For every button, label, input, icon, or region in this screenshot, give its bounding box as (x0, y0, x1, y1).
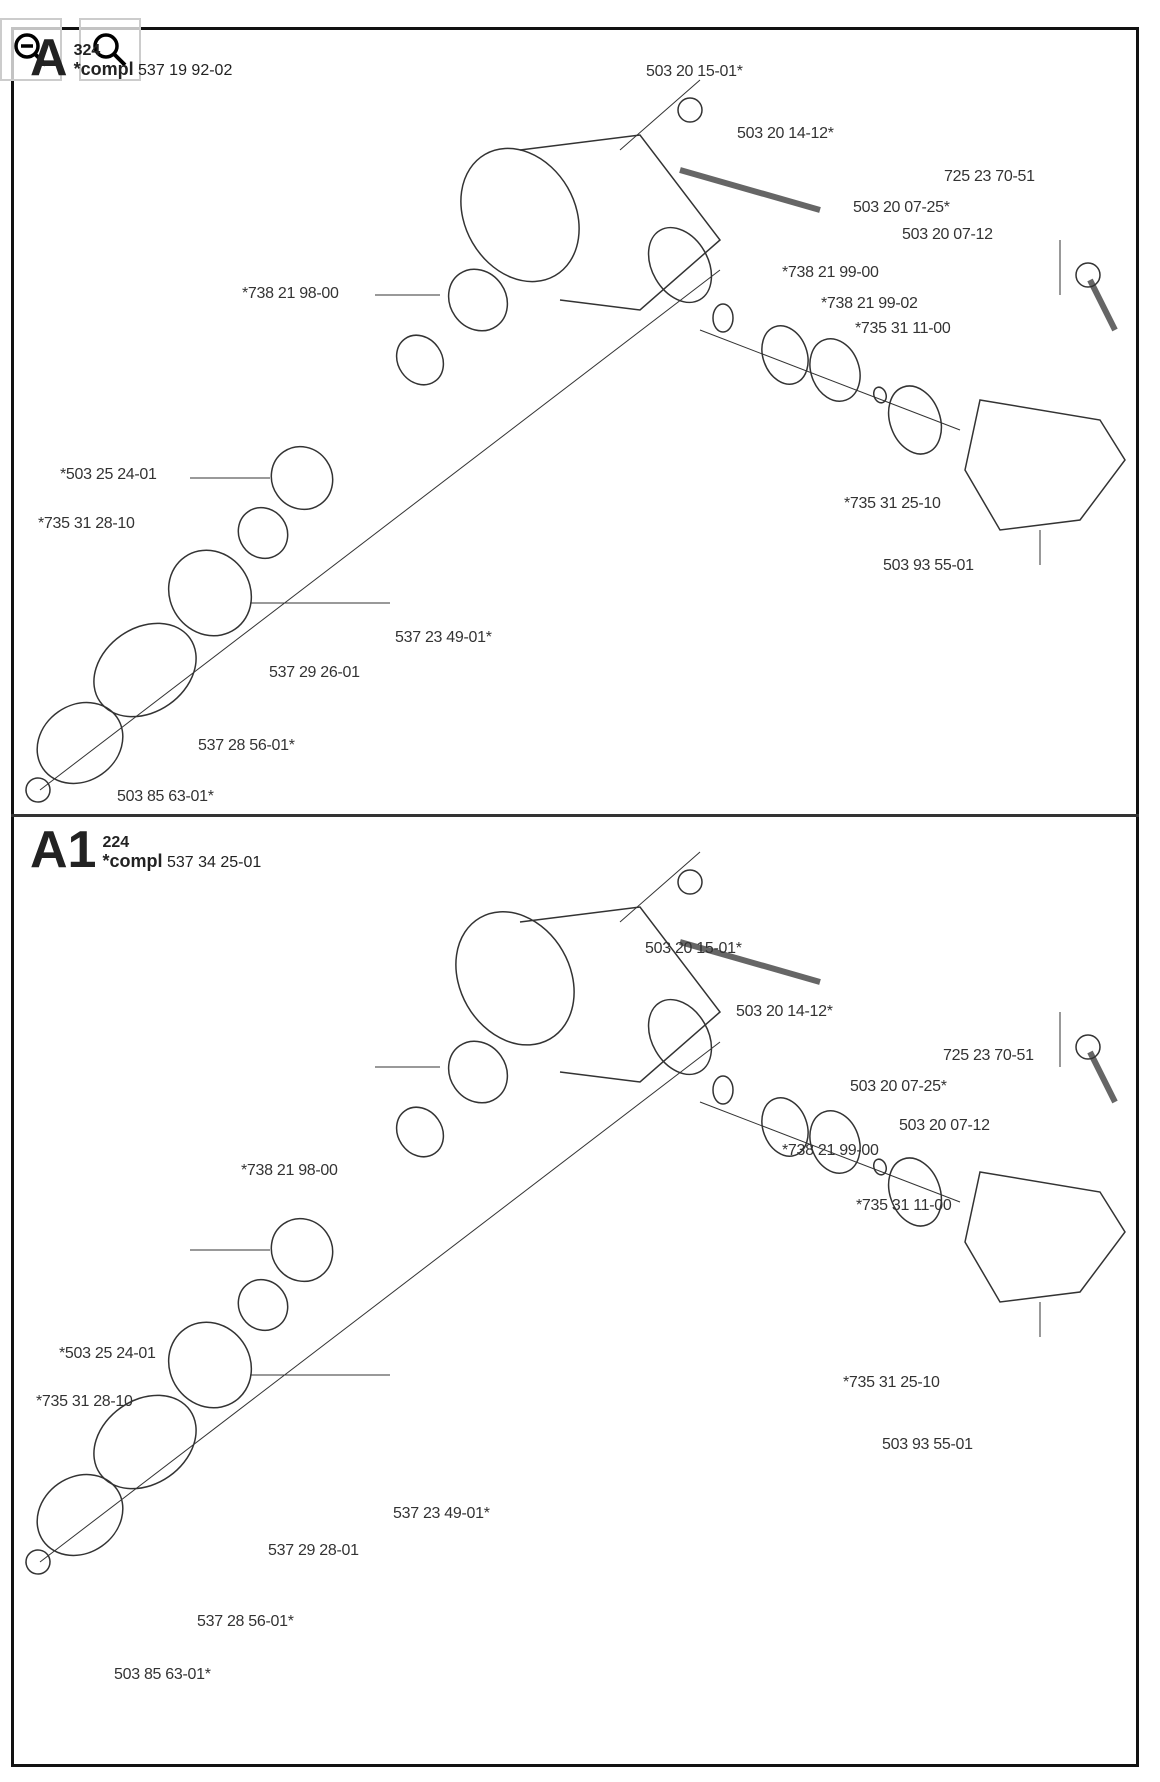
part-number-label: *738 21 98-00 (241, 1162, 338, 1179)
part-number-label: 537 29 26-01 (269, 664, 360, 681)
part-ring (167, 1321, 253, 1409)
panel-a1-compl-prefix: *compl (102, 851, 163, 871)
nut (677, 869, 703, 895)
part-number-label: 537 23 49-01* (395, 629, 492, 646)
part-number-label: 503 20 07-12 (902, 226, 993, 243)
zoom-in-button[interactable] (79, 18, 141, 81)
leader-line (619, 79, 701, 151)
housing-collar (647, 226, 713, 304)
bearing (872, 1158, 888, 1176)
part-number-label: 503 20 14-12* (737, 125, 834, 142)
part-number-label: 503 20 15-01* (646, 63, 743, 80)
part-number-label: 503 93 55-01 (883, 557, 974, 574)
part-number-label: 503 93 55-01 (882, 1436, 973, 1453)
nut (677, 97, 703, 123)
part-ring (36, 1473, 124, 1557)
part-number-label: *735 31 11-00 (856, 1197, 952, 1214)
part-ring (447, 268, 509, 332)
bolt-head (1075, 262, 1101, 288)
bolt (679, 167, 821, 213)
part-ring (270, 1217, 334, 1283)
part-ring (395, 1106, 445, 1158)
gear-housing (455, 911, 575, 1046)
panel-a-compl-number: 537 19 92-02 (138, 62, 233, 79)
part-number-label: 537 23 49-01* (393, 1505, 490, 1522)
panel-a1-header: A1 224 *compl 537 34 25-01 (30, 821, 262, 879)
clamp-bracket (964, 399, 1126, 531)
part-number-label: *503 25 24-01 (60, 466, 157, 483)
part-number-label: *738 21 99-00 (782, 264, 879, 281)
leader-line (619, 851, 701, 923)
shaft-axis (39, 1041, 721, 1563)
bolt (1087, 1050, 1118, 1104)
panel-a-model: 324 (73, 42, 101, 59)
part-ring (237, 506, 289, 560)
part-number-label: 503 85 63-01* (117, 788, 214, 805)
panel-a1-letter: A1 (30, 821, 97, 879)
part-number-label: 537 28 56-01* (198, 737, 295, 754)
part-number-label: *738 21 99-00 (782, 1142, 879, 1159)
part-number-label: 503 20 07-12 (899, 1117, 990, 1134)
part-number-label: 537 28 56-01* (197, 1613, 294, 1630)
panel-a1-model: 224 (102, 834, 130, 851)
part-ring (270, 445, 334, 511)
pinion-gear (712, 303, 734, 333)
housing-tube (519, 134, 722, 311)
part-number-label: 725 23 70-51 (944, 168, 1035, 185)
part-ring (447, 1040, 509, 1104)
panel-a-header: A 324 *compl 537 19 92-02 (30, 29, 233, 87)
shaft-axis (39, 269, 721, 791)
panel-divider (11, 814, 1139, 817)
bearing (809, 338, 861, 402)
part-number-label: 725 23 70-51 (943, 1047, 1034, 1064)
part-number-label: *503 25 24-01 (59, 1345, 156, 1362)
bolt (1087, 278, 1118, 332)
part-number-label: *735 31 25-10 (843, 1374, 940, 1391)
gear-housing (460, 147, 580, 283)
part-ring (93, 1394, 197, 1490)
part-number-label: 503 20 07-25* (850, 1078, 947, 1095)
part-ring (237, 1278, 289, 1332)
part-number-label: 537 29 28-01 (268, 1542, 359, 1559)
part-ring (93, 622, 197, 718)
side-axis (699, 329, 961, 431)
panel-a-compl-prefix: *compl (73, 59, 134, 79)
bolt (679, 939, 821, 985)
housing-collar (647, 998, 713, 1076)
part-number-label: *735 31 28-10 (38, 515, 135, 532)
panel-a-letter: A (30, 29, 68, 87)
bearing (761, 325, 809, 385)
part-number-label: *735 31 25-10 (844, 495, 941, 512)
part-ring (395, 334, 445, 386)
part-number-label: 503 20 15-01* (645, 940, 742, 957)
part-number-label: 503 85 63-01* (114, 1666, 211, 1683)
pinion-gear (712, 1075, 734, 1105)
clamp-bracket (964, 1171, 1126, 1303)
part-ring (25, 777, 51, 803)
zoom-out-button[interactable] (0, 18, 62, 81)
housing-tube (519, 906, 722, 1083)
zoom-out-icon (14, 32, 48, 66)
part-ring (167, 549, 253, 637)
bearing (887, 385, 943, 455)
zoom-in-icon (93, 32, 127, 66)
part-number-label: *738 21 99-02 (821, 295, 918, 312)
part-number-label: *735 31 28-10 (36, 1393, 133, 1410)
bolt-head (1075, 1034, 1101, 1060)
bearing (809, 1110, 861, 1174)
side-axis (699, 1101, 961, 1203)
bearing (887, 1157, 943, 1227)
diagram-frame (11, 27, 1139, 1767)
part-number-label: *735 31 11-00 (855, 320, 951, 337)
bearing (872, 386, 888, 404)
panel-a1-compl-number: 537 34 25-01 (166, 854, 262, 871)
part-ring (25, 1549, 51, 1575)
part-number-label: 503 20 07-25* (853, 199, 950, 216)
part-ring (36, 701, 124, 785)
bearing (761, 1097, 809, 1157)
part-number-label: *738 21 98-00 (242, 285, 339, 302)
part-number-label: 503 20 14-12* (736, 1003, 833, 1020)
